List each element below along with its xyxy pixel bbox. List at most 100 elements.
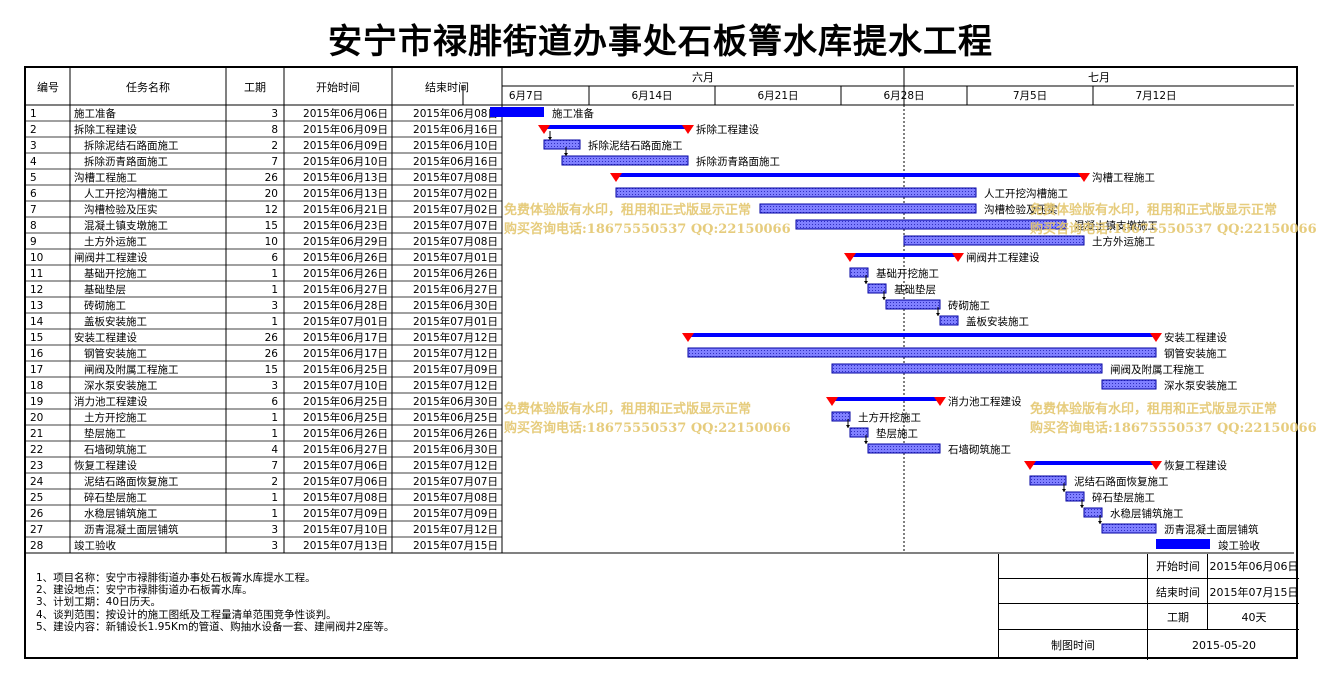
task-name: 安装工程建设 — [74, 331, 137, 344]
bar-label: 沟槽工程施工 — [1092, 171, 1155, 184]
task-duration: 1 — [271, 284, 278, 296]
task-start: 2015年06月26日 — [303, 427, 388, 440]
task-bar — [1156, 539, 1210, 549]
bar-label: 闸阀及附属工程施工 — [1110, 363, 1205, 376]
header-name: 任务名称 — [126, 80, 170, 94]
task-id: 10 — [30, 252, 43, 264]
task-id: 4 — [30, 156, 37, 168]
note-line: 4、谈判范围：按设计的施工图纸及工程量清单范围竞争性谈判。 — [36, 608, 337, 621]
project-notes: 1、项目名称：安宁市禄腓街道办事处石板箐水库提水工程。 2、建设地点：安宁市禄腓… — [36, 572, 394, 633]
task-name: 基础开挖施工 — [84, 267, 147, 280]
task-id: 26 — [30, 508, 44, 520]
task-duration: 2 — [271, 140, 278, 152]
task-name: 拆除泥结石路面施工 — [84, 139, 179, 152]
bar-label: 拆除沥青路面施工 — [696, 155, 780, 168]
task-start: 2015年07月09日 — [303, 507, 388, 520]
task-duration: 3 — [271, 108, 278, 120]
summary-bar — [544, 125, 688, 129]
summary-end-marker — [1078, 173, 1090, 182]
task-end: 2015年07月02日 — [413, 203, 498, 216]
task-start: 2015年06月27日 — [303, 443, 388, 456]
task-end: 2015年06月30日 — [413, 299, 498, 312]
bar-label: 闸阀井工程建设 — [966, 251, 1040, 264]
summary-end-marker — [1150, 333, 1162, 342]
task-bar — [885, 299, 941, 310]
task-duration: 26 — [265, 348, 279, 360]
task-id: 15 — [30, 332, 43, 344]
task-bar — [759, 203, 977, 214]
task-id: 11 — [30, 268, 43, 280]
task-end: 2015年07月01日 — [413, 315, 498, 328]
bar-label: 土方开挖施工 — [858, 411, 921, 424]
task-name: 拆除沥青路面施工 — [84, 155, 168, 168]
task-duration: 1 — [271, 492, 278, 504]
start-value: 2015年06月06日 — [1207, 554, 1300, 578]
task-end: 2015年06月30日 — [413, 443, 498, 456]
task-duration: 3 — [271, 540, 278, 552]
task-id: 19 — [30, 396, 43, 408]
week-label: 6月7日 — [509, 90, 543, 102]
note-line: 1、项目名称：安宁市禄腓街道办事处石板箐水库提水工程。 — [36, 572, 316, 584]
task-start: 2015年07月06日 — [303, 459, 388, 472]
bar-label: 安装工程建设 — [1164, 331, 1227, 344]
task-bar — [687, 347, 1157, 358]
summary-start-marker — [1024, 461, 1036, 470]
bar-label: 盖板安装施工 — [966, 315, 1029, 328]
task-id: 22 — [30, 444, 43, 456]
task-id: 23 — [30, 460, 43, 472]
task-start: 2015年07月01日 — [303, 315, 388, 328]
task-end: 2015年06月27日 — [413, 283, 498, 296]
summary-end-marker — [934, 397, 946, 406]
task-id: 18 — [30, 380, 43, 392]
task-duration: 1 — [271, 428, 278, 440]
task-start: 2015年07月06日 — [303, 475, 388, 488]
task-bar — [490, 107, 544, 117]
task-name: 沥青混凝土面层铺筑 — [84, 523, 179, 536]
task-name: 深水泵安装施工 — [84, 379, 158, 392]
task-name: 拆除工程建设 — [74, 123, 137, 136]
task-id: 1 — [30, 108, 37, 120]
summary-end-marker — [952, 253, 964, 262]
task-end: 2015年07月08日 — [413, 491, 498, 504]
task-end: 2015年07月07日 — [413, 475, 498, 488]
task-end: 2015年07月15日 — [413, 539, 498, 552]
task-duration: 26 — [265, 172, 279, 184]
task-name: 基础垫层 — [84, 283, 126, 296]
task-duration: 7 — [271, 156, 278, 168]
task-end: 2015年07月01日 — [413, 251, 498, 264]
header-end: 结束时间 — [425, 81, 469, 94]
task-id: 27 — [30, 524, 43, 536]
task-end: 2015年06月30日 — [413, 395, 498, 408]
summary-bar — [688, 333, 1156, 337]
summary-bar — [616, 173, 1084, 177]
task-name: 沟槽检验及压实 — [84, 203, 158, 216]
month-label: 七月 — [1088, 71, 1110, 84]
bar-label: 混凝土镇支墩施工 — [1074, 219, 1158, 232]
task-end: 2015年07月02日 — [413, 187, 498, 200]
task-id: 2 — [30, 124, 37, 136]
task-bar — [543, 139, 581, 150]
task-duration: 15 — [265, 220, 278, 232]
task-start: 2015年06月09日 — [303, 139, 388, 152]
summary-bar — [850, 253, 958, 257]
bar-label: 深水泵安装施工 — [1164, 379, 1238, 392]
summary-start-marker — [610, 173, 622, 182]
note-line: 3、计划工期：40日历天。 — [36, 596, 162, 609]
task-duration: 12 — [265, 204, 278, 216]
task-name: 垫层施工 — [84, 427, 126, 440]
task-start: 2015年06月29日 — [303, 235, 388, 248]
page-title: 安宁市禄腓街道办事处石板箐水库提水工程 — [328, 22, 993, 62]
task-duration: 3 — [271, 380, 278, 392]
task-duration: 4 — [271, 444, 278, 456]
summary-start-marker — [682, 333, 694, 342]
note-line: 2、建设地点：安宁市禄腓街道办石板箐水库。 — [36, 584, 253, 597]
week-label: 7月12日 — [1135, 90, 1176, 102]
week-label: 6月14日 — [631, 90, 672, 102]
bar-label: 人工开挖沟槽施工 — [984, 187, 1068, 200]
dependency-arrow — [564, 153, 568, 156]
task-id: 28 — [30, 540, 43, 552]
bar-label: 石墙砌筑施工 — [948, 443, 1011, 456]
task-duration: 3 — [271, 524, 278, 536]
dependency-arrow — [1080, 505, 1084, 508]
